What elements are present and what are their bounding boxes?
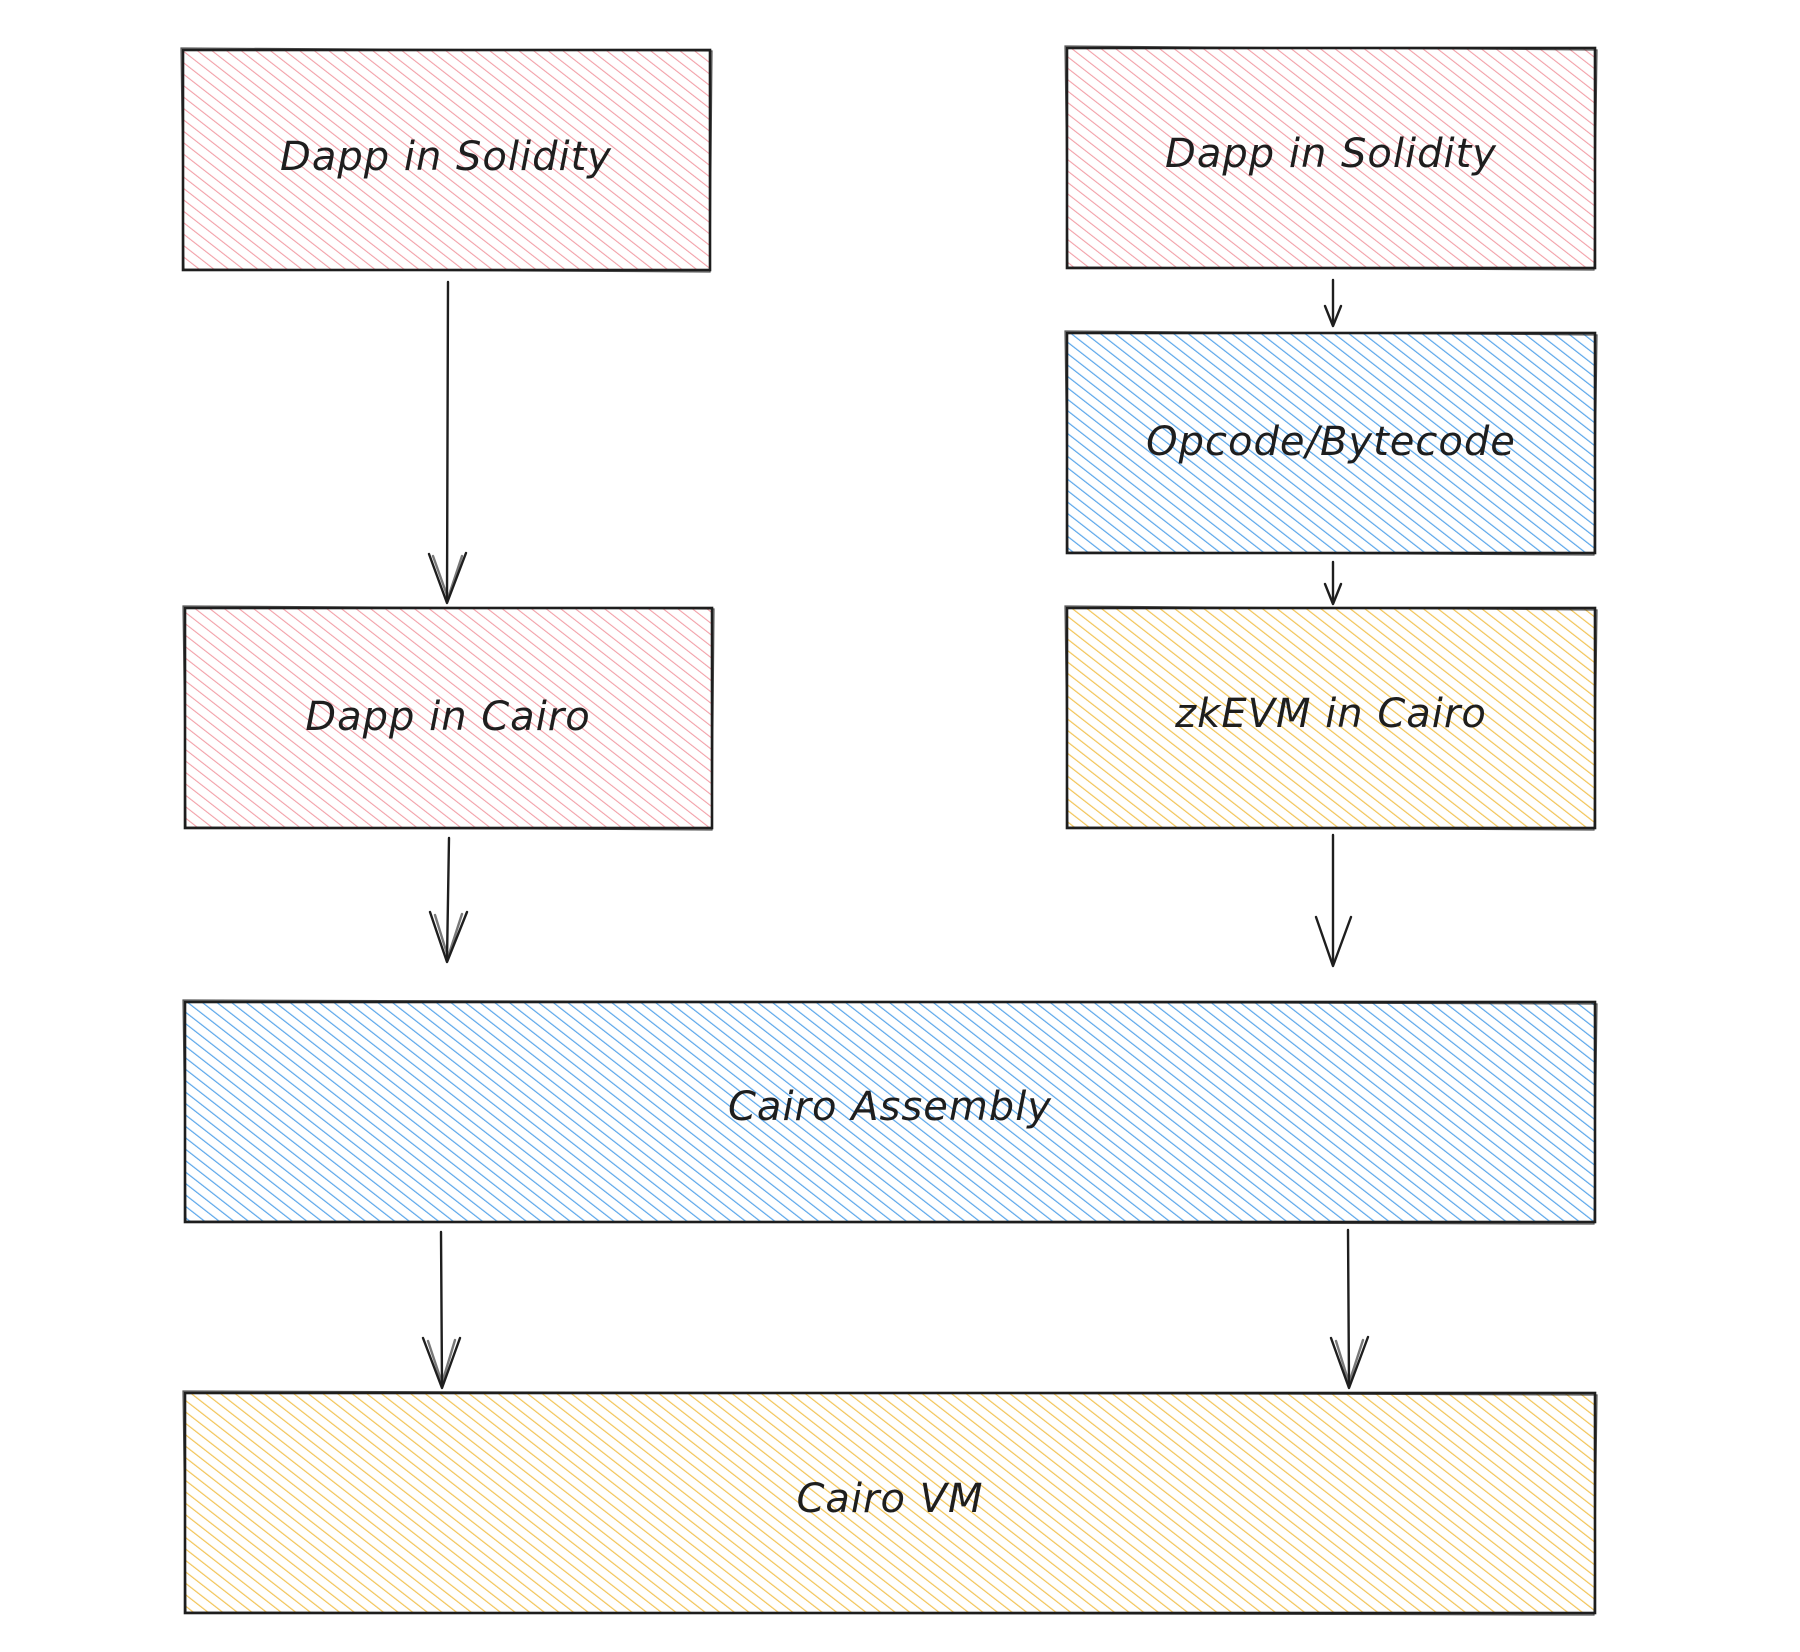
- box-fill: [185, 1393, 1595, 1613]
- box-zkevm-in-cairo: zkEVM in Cairo: [1064, 605, 1598, 831]
- box-fill: [185, 1002, 1595, 1222]
- box-label-cairo-assembly: Cairo Assembly: [728, 1084, 1052, 1130]
- arrow-opcode-to-zkevm: [1323, 560, 1343, 606]
- arrow-solidity-left-to-dapp-in-cairo: [427, 280, 468, 605]
- box-fill: [1067, 608, 1595, 828]
- box-label-opcode-bytecode: Opcode/Bytecode: [1146, 419, 1516, 465]
- box-outline-sketch: [180, 47, 713, 273]
- box-fill: [183, 50, 710, 270]
- box-fill: [185, 608, 712, 828]
- box-outline-sketch: [182, 605, 715, 831]
- box-cairo-assembly: Cairo Assembly: [182, 999, 1598, 1225]
- box-dapp-in-cairo: Dapp in Cairo: [182, 605, 715, 831]
- box-label-dapp-in-solidity-left: Dapp in Solidity: [280, 134, 612, 180]
- arrow-cairo-assembly-to-cairo-vm-right: [1329, 1228, 1370, 1390]
- box-label-zkevm-in-cairo: zkEVM in Cairo: [1174, 691, 1487, 737]
- box-label-cairo-vm: Cairo VM: [796, 1476, 983, 1522]
- box-outline-sketch: [182, 1390, 1598, 1616]
- box-outline-sketch: [1064, 330, 1598, 556]
- box-dapp-in-solidity-right: Dapp in Solidity: [1064, 45, 1598, 271]
- box-dapp-in-solidity-left: Dapp in Solidity: [180, 47, 713, 273]
- box-fill: [1067, 333, 1595, 553]
- box-outline-sketch: [1064, 45, 1598, 271]
- box-outline-sketch: [1064, 605, 1598, 831]
- arrow-zkevm-to-cairo-assembly: [1314, 833, 1353, 968]
- arrow-solidity-right-to-opcode: [1323, 278, 1343, 328]
- box-label-dapp-in-solidity-right: Dapp in Solidity: [1165, 131, 1497, 177]
- box-fill: [1067, 48, 1595, 268]
- box-label-dapp-in-cairo: Dapp in Cairo: [305, 694, 590, 740]
- box-cairo-vm: Cairo VM: [182, 1390, 1598, 1616]
- box-outline-sketch: [182, 999, 1598, 1225]
- arrow-dapp-in-cairo-to-cairo-assembly: [428, 836, 469, 964]
- arrow-cairo-assembly-to-cairo-vm-left: [421, 1230, 462, 1390]
- box-opcode-bytecode: Opcode/Bytecode: [1064, 330, 1598, 556]
